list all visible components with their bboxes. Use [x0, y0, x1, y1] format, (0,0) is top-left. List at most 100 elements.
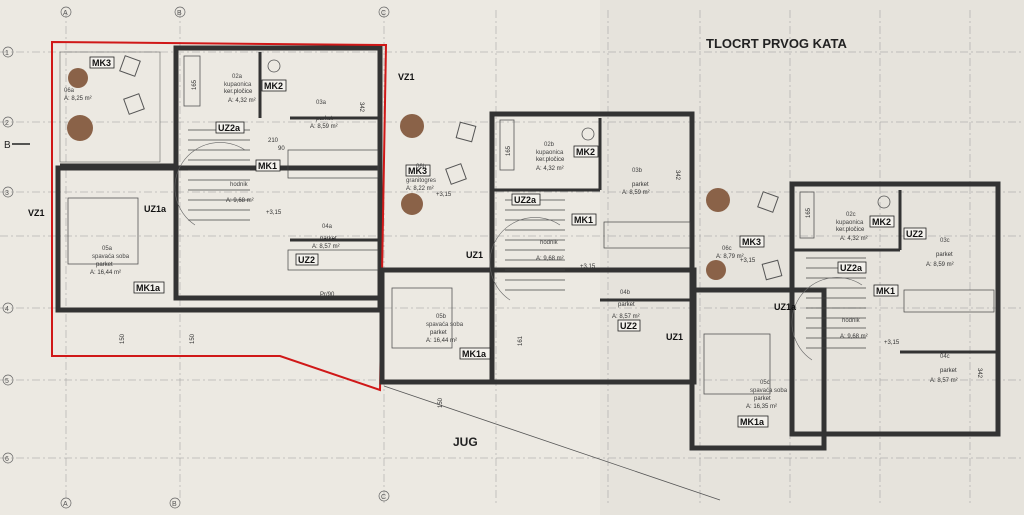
room-01a-area: A: 9,68 m² — [226, 198, 254, 204]
tag-mk2-a: MK2 — [264, 81, 283, 91]
room-03b-area: A: 8,59 m² — [622, 190, 650, 196]
tag-uz1-b: UZ1 — [466, 250, 483, 260]
grid-col-B-top: B — [177, 10, 182, 17]
room-04b-code: 04b — [620, 290, 631, 296]
room-02c-floor: ker.pločice — [836, 227, 865, 233]
tag-mk3-a: MK3 — [92, 58, 111, 68]
dim-342-c: 342 — [976, 368, 982, 379]
room-02b-name: kupaonica — [536, 150, 564, 156]
room-01a-name: hodnik — [230, 182, 249, 188]
unit-b-labels: MK3 MK2 MK1 UZ2a UZ1 UZ2 MK1a 05b spavać… — [405, 142, 680, 360]
tag-vz1-a: VZ1 — [398, 72, 415, 82]
unit-b — [379, 111, 697, 385]
tag-mk1-c: MK1 — [876, 286, 895, 296]
room-05c-floor: parket — [754, 396, 771, 402]
tag-uz2a-b: UZ2a — [514, 195, 537, 205]
room-04c-area: A: 8,57 m² — [930, 378, 958, 384]
tag-mk1-b: MK1 — [574, 215, 593, 225]
unit-a — [55, 45, 383, 313]
room-05a-code: 05a — [102, 246, 113, 252]
section-line — [383, 385, 721, 501]
room-01b-name: hodnik — [540, 240, 559, 246]
dim-pr90-a: Pr/90 — [320, 292, 335, 298]
room-06a-area: A: 8,25 m² — [64, 96, 92, 102]
room-02a-code: 02a — [232, 74, 243, 80]
level-c: +3,15 — [884, 340, 900, 346]
dim-150-c: 150 — [438, 397, 444, 408]
room-05b-name: spavaća soba — [426, 322, 464, 328]
level-a: +3,15 — [266, 210, 282, 216]
room-05c-code: 05c — [760, 380, 770, 386]
room-02c-code: 02c — [846, 212, 856, 218]
paper-shade — [600, 0, 1024, 515]
tag-uz1a-a: UZ1a — [144, 204, 167, 214]
room-05b-area: A: 16,44 m² — [426, 338, 457, 344]
grid-row-3: 3 — [5, 190, 9, 197]
room-02c-name: kupaonica — [836, 220, 864, 226]
unit-c — [689, 181, 1001, 451]
room-05a-floor: parket — [96, 262, 113, 268]
room-01c-area: A: 9,68 m² — [840, 334, 868, 340]
dim-165-a: 165 — [192, 79, 198, 90]
room-03b-code: 03b — [632, 168, 643, 174]
dimension-labels: 150 150 150 161 90 — [120, 146, 524, 408]
room-04a-area: A: 8,57 m² — [312, 244, 340, 250]
room-03a-floor: parket — [316, 116, 333, 122]
room-03c-code: 03c — [940, 238, 950, 244]
grid-row-5: 5 — [5, 378, 9, 385]
dim-342-b: 342 — [674, 170, 680, 181]
room-02a-floor: ker.pločice — [224, 89, 253, 95]
dim-165-c: 165 — [806, 207, 812, 218]
room-05c-name: spavaća soba — [750, 388, 788, 394]
dim-342-a: 342 — [358, 102, 364, 113]
tag-mk3-c: MK3 — [742, 237, 761, 247]
room-06b-code: 06b — [416, 164, 427, 170]
tag-mk1a-b: MK1a — [462, 349, 487, 359]
grid-col-B-bottom: B — [172, 501, 177, 508]
level-c-terrace: +3,15 — [740, 258, 756, 264]
grid-bubbles: A B C A B C 1 2 3 4 5 6 — [2, 6, 390, 509]
plan-title: TLOCRT PRVOG KATA — [706, 36, 847, 51]
room-05b-floor: parket — [430, 330, 447, 336]
dim-165-b: 165 — [506, 145, 512, 156]
grid-row-6: 6 — [5, 456, 9, 463]
tag-uz2-b: UZ2 — [620, 321, 637, 331]
tag-mk2-c: MK2 — [872, 217, 891, 227]
room-05b-code: 05b — [436, 314, 447, 320]
room-04a-code: 04a — [322, 224, 333, 230]
room-06c-code: 06c — [722, 246, 732, 252]
room-03b-floor: parket — [632, 182, 649, 188]
grid-col-A-bottom: A — [63, 501, 68, 508]
unit-a-highlight — [51, 40, 388, 392]
tag-uz2a-a: UZ2a — [218, 123, 241, 133]
room-03c-floor: parket — [936, 252, 953, 258]
room-03a-code: 03a — [316, 100, 327, 106]
tag-mk3-b: MK3 — [408, 166, 427, 176]
room-02b-floor: ker.pločice — [536, 157, 565, 163]
room-04c-floor: parket — [940, 368, 957, 374]
grid-row-4: 4 — [5, 306, 9, 313]
room-05a-area: A: 16,44 m² — [90, 270, 121, 276]
grid-row-2: 2 — [5, 120, 9, 127]
room-01b-area: A: 9,68 m² — [536, 256, 564, 262]
room-05c-area: A: 16,35 m² — [746, 404, 777, 410]
room-02b-code: 02b — [544, 142, 555, 148]
orientation-label: JUG — [453, 435, 478, 449]
grid-lines — [0, 10, 1024, 505]
room-03a-area: A: 8,59 m² — [310, 124, 338, 130]
dim-161: 161 — [518, 335, 524, 346]
tag-uz1a-c: UZ1a — [774, 302, 797, 312]
dim-150-b: 150 — [190, 333, 196, 344]
grid-row-1: 1 — [5, 50, 9, 57]
tag-vz1-left: VZ1 — [28, 208, 45, 218]
room-02b-area: A: 4,32 m² — [536, 166, 564, 172]
unit-a-labels: MK3 MK2 MK1 UZ2a UZ1a UZ2 MK1a VZ1 VZ1 0… — [28, 56, 415, 298]
dim-90: 90 — [278, 146, 285, 152]
room-02a-name: kupaonica — [224, 82, 252, 88]
room-06a-code: 06a — [64, 88, 75, 94]
room-04c-code: 04c — [940, 354, 950, 360]
room-02c-area: A: 4,32 m² — [840, 236, 868, 242]
room-04a-floor: parket — [320, 236, 337, 242]
room-06c-area: A: 8,79 m² — [716, 254, 744, 260]
